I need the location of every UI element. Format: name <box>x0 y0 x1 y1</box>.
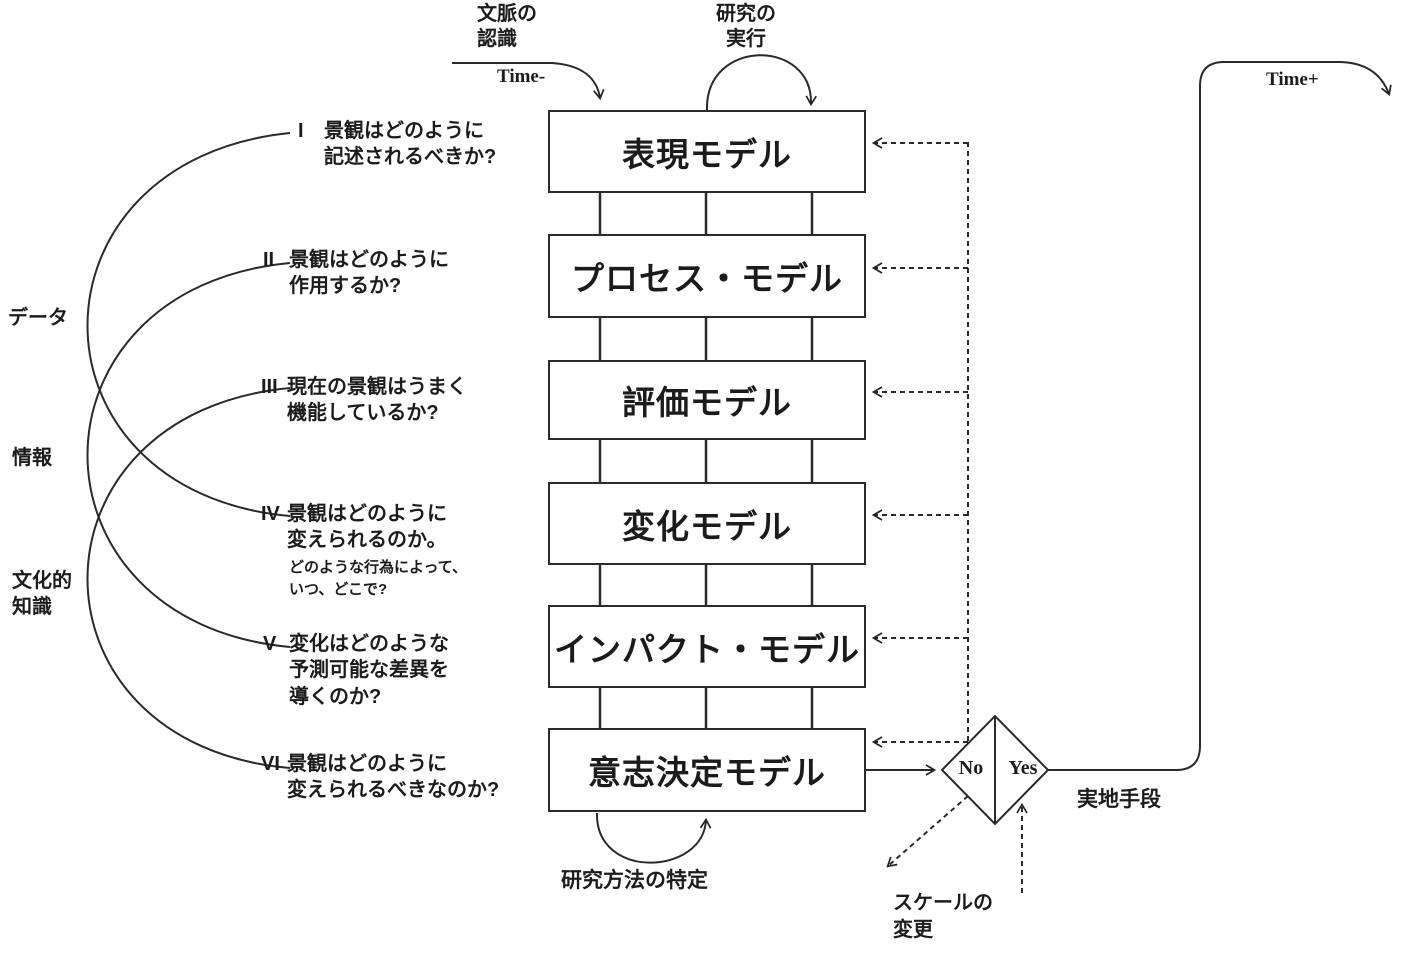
question-3-numeral: III <box>261 376 278 398</box>
question-5: V 変化はどのような 予測可能な差異を 導くのか? <box>263 631 449 710</box>
research-execution-label: 研究の 実行 <box>716 3 776 50</box>
research-execution-arc-arrow <box>705 54 817 111</box>
question-4: IV 景観はどのように 変えられるのか。 どのような行為によって、 いつ、どこで… <box>261 501 467 600</box>
question-3-text: 現在の景観はうまく 機能しているか? <box>287 376 467 425</box>
question-5-numeral: V <box>263 633 277 655</box>
arc-cultural-knowledge-loop <box>86 387 291 769</box>
feedback-dashed-lines <box>871 137 1028 893</box>
impact-model-box: インパクト・モデル <box>548 605 866 688</box>
context-entry-arrow <box>452 62 605 101</box>
question-3: III 現在の景観はうまく 機能しているか? <box>261 374 467 427</box>
question-6: VI 景観はどのように 変えられるべきなのか? <box>261 751 499 804</box>
question-4-subtext: どのような行為によって、 いつ、どこで? <box>289 558 468 598</box>
evaluation-model-label: 評価モデル <box>622 384 792 421</box>
yes-timeplus-arrow <box>1048 61 1392 771</box>
change-model-label: 変化モデル <box>622 507 792 545</box>
time-plus-label: Time+ <box>1266 69 1319 90</box>
change-model-box: 変化モデル <box>548 482 866 565</box>
question-2: II 景観はどのように 作用するか? <box>263 247 449 300</box>
data-label: データ <box>8 307 68 329</box>
question-5-text: 変化はどのような 予測可能な差異を 導くのか? <box>289 633 449 708</box>
decision-yes-label: Yes <box>1008 757 1038 779</box>
impact-model-label: インパクト・モデル <box>554 630 860 668</box>
question-6-numeral: VI <box>261 753 280 775</box>
field-means-label: 実地手段 <box>1077 788 1161 811</box>
context-recognition-label: 文脈の 認識 <box>477 3 537 50</box>
question-4-numeral: IV <box>261 503 280 525</box>
arc-data-loop <box>86 132 291 517</box>
evaluation-model-box: 評価モデル <box>548 360 866 440</box>
decision-model-label: 意志決定モデル <box>588 754 826 791</box>
process-model-box: プロセス・モデル <box>548 234 866 318</box>
question-6-text: 景観はどのように 変えられるべきなのか? <box>287 753 500 802</box>
question-2-text: 景観はどのように 作用するか? <box>289 249 449 298</box>
method-specification-arc-arrow <box>595 812 712 864</box>
arc-information-loop <box>86 262 291 648</box>
question-1: I 景観はどのように 記述されるべきか? <box>298 118 496 171</box>
box-connectors <box>598 193 814 728</box>
decision-model-box: 意志決定モデル <box>548 728 866 812</box>
question-2-numeral: II <box>263 249 275 271</box>
time-minus-label: Time- <box>497 66 546 87</box>
question-4-text: 景観はどのように 変えられるのか。 <box>287 503 447 552</box>
question-1-text: 景観はどのように 記述されるべきか? <box>324 120 497 169</box>
process-model-label: プロセス・モデル <box>571 260 843 297</box>
scale-change-no-arrow <box>886 795 969 868</box>
information-label: 情報 <box>12 447 52 469</box>
decision-no-label: No <box>958 757 984 779</box>
scale-change-label: スケールの 変更 <box>893 892 993 941</box>
representation-model-box: 表現モデル <box>548 110 866 193</box>
representation-model-label: 表現モデル <box>622 135 792 173</box>
question-1-numeral: I <box>298 120 304 142</box>
method-specification-label: 研究方法の特定 <box>561 869 708 892</box>
cultural-knowledge-label: 文化的 知識 <box>12 570 72 618</box>
